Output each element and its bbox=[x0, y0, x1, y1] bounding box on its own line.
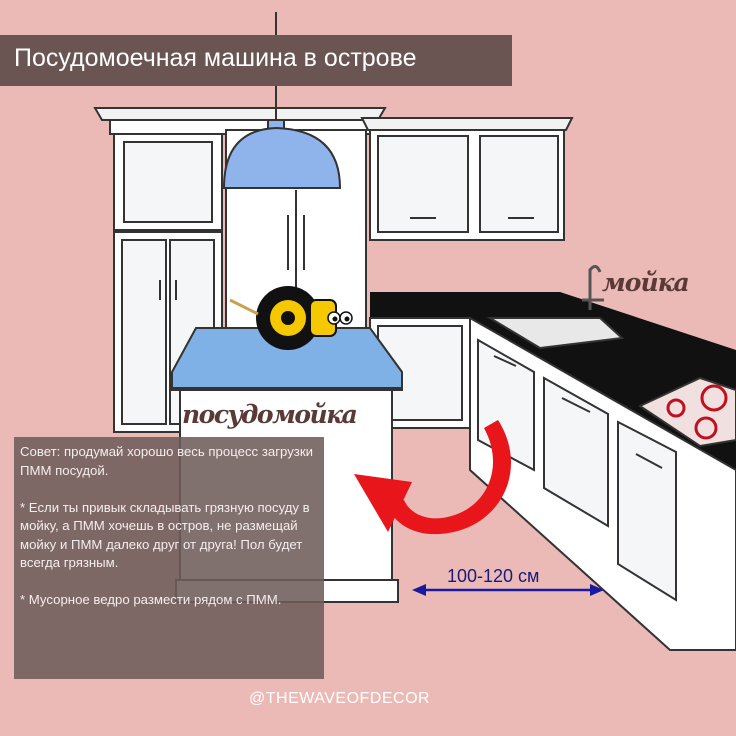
tape-measure-mascot-icon bbox=[229, 286, 353, 350]
sink-faucet-icon bbox=[582, 265, 604, 310]
title-bar bbox=[0, 35, 512, 86]
tip-box bbox=[14, 437, 324, 679]
page-title: Посудомоечная машина в острове bbox=[14, 44, 417, 72]
curved-arrow-icon bbox=[354, 420, 512, 535]
dishwasher-label: посудомойка bbox=[182, 400, 358, 429]
distance-label: 100-120 см bbox=[447, 566, 540, 586]
sink-label: мойка bbox=[602, 268, 690, 297]
sink-basin bbox=[486, 317, 625, 350]
credit-handle: @THEWAVEOFDECOR bbox=[249, 690, 431, 707]
cooktop-icon bbox=[637, 376, 736, 448]
tip-text: Совет: продумай хорошо весь процесс загр… bbox=[20, 444, 313, 607]
dimension-arrow-icon bbox=[412, 584, 604, 596]
wall-cabinets bbox=[360, 117, 574, 241]
